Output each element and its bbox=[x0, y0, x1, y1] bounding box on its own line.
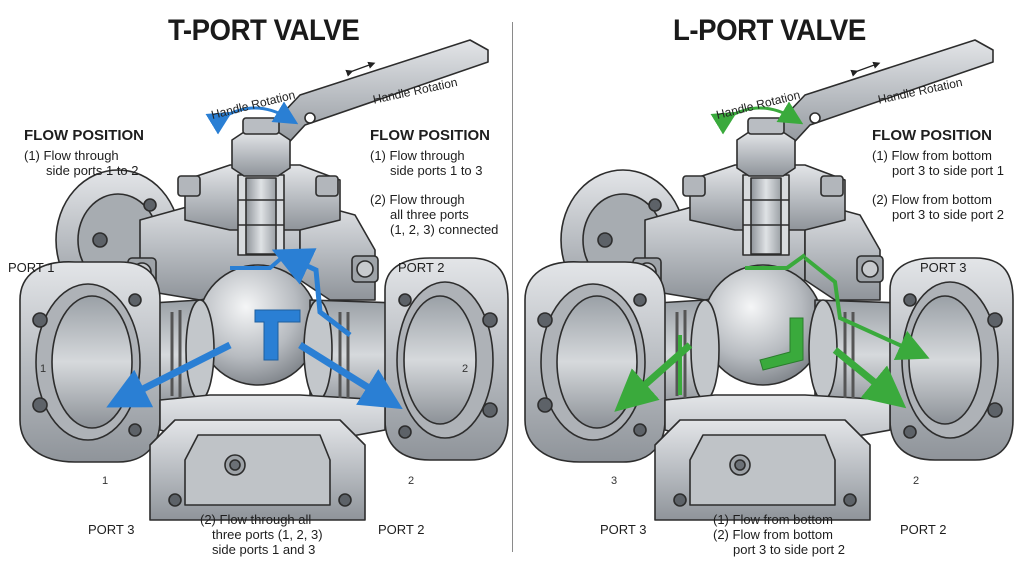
l-flow-position-line1: (1) Flow from bottom bbox=[872, 148, 992, 163]
t-flow-position-left-line2: side ports 1 to 2 bbox=[46, 163, 139, 178]
l-flange-number-bottom-right: 2 bbox=[913, 475, 919, 487]
t-flow-position-right-line4: all three ports bbox=[390, 207, 469, 222]
t-flow-position-right-line2: side ports 1 to 3 bbox=[390, 163, 483, 178]
l-port-valve-drawing: Handle Rotation Handle Rotation 3 2 bbox=[523, 40, 1015, 522]
t-bottom-note-line1: (2) Flow through all bbox=[200, 512, 312, 527]
t-flow-position-right-line3: (2) Flow through bbox=[370, 192, 465, 207]
t-flange-number-bottom-left: 1 bbox=[102, 475, 108, 487]
t-flow-position-right-heading: FLOW POSITION bbox=[370, 127, 490, 144]
t-port-1-label: PORT 1 bbox=[8, 260, 55, 275]
l-bottom-note-line1: (1) Flow from bottom bbox=[713, 512, 833, 527]
t-flow-position-right-line5: (1, 2, 3) connected bbox=[390, 222, 499, 237]
t-bottom-note-line2: three ports (1, 2, 3) bbox=[212, 527, 323, 542]
center-divider bbox=[512, 22, 513, 552]
l-flow-position-line4: port 3 to side port 2 bbox=[892, 207, 1005, 222]
l-port-title: L-PORT VALVE bbox=[673, 14, 866, 47]
l-flow-position-line2: port 3 to side port 1 bbox=[892, 163, 1005, 178]
l-flow-position-heading: FLOW POSITION bbox=[872, 127, 992, 144]
t-flange-number-right: 2 bbox=[462, 363, 468, 375]
t-flow-position-right-line1: (1) Flow through bbox=[370, 148, 465, 163]
t-port-3-label: PORT 3 bbox=[88, 522, 135, 537]
t-port-valve-drawing: Handle Rotation Handle Rotation 1 2 1 2 bbox=[18, 40, 510, 522]
t-bottom-note-line3: side ports 1 and 3 bbox=[212, 542, 316, 557]
t-port-title: T-PORT VALVE bbox=[168, 14, 360, 47]
l-flow-position-line3: (2) Flow from bottom bbox=[872, 192, 992, 207]
t-flow-position-left-line1: (1) Flow through bbox=[24, 148, 119, 163]
l-bottom-note-line2: (2) Flow from bottom bbox=[713, 527, 833, 542]
t-flange-number-bottom-right: 2 bbox=[408, 475, 414, 487]
l-port-2-label: PORT 2 bbox=[900, 522, 947, 537]
l-bottom-note-line3: port 3 to side port 2 bbox=[733, 542, 846, 557]
t-flange-number-left: 1 bbox=[40, 363, 46, 375]
l-port-3-upper-label: PORT 3 bbox=[920, 260, 967, 275]
t-flow-position-left-heading: FLOW POSITION bbox=[24, 127, 144, 144]
t-port-2-lower-label: PORT 2 bbox=[378, 522, 425, 537]
t-port-2-upper-label: PORT 2 bbox=[398, 260, 445, 275]
l-port-3-lower-label: PORT 3 bbox=[600, 522, 647, 537]
l-flange-number-bottom-left: 3 bbox=[611, 475, 617, 487]
